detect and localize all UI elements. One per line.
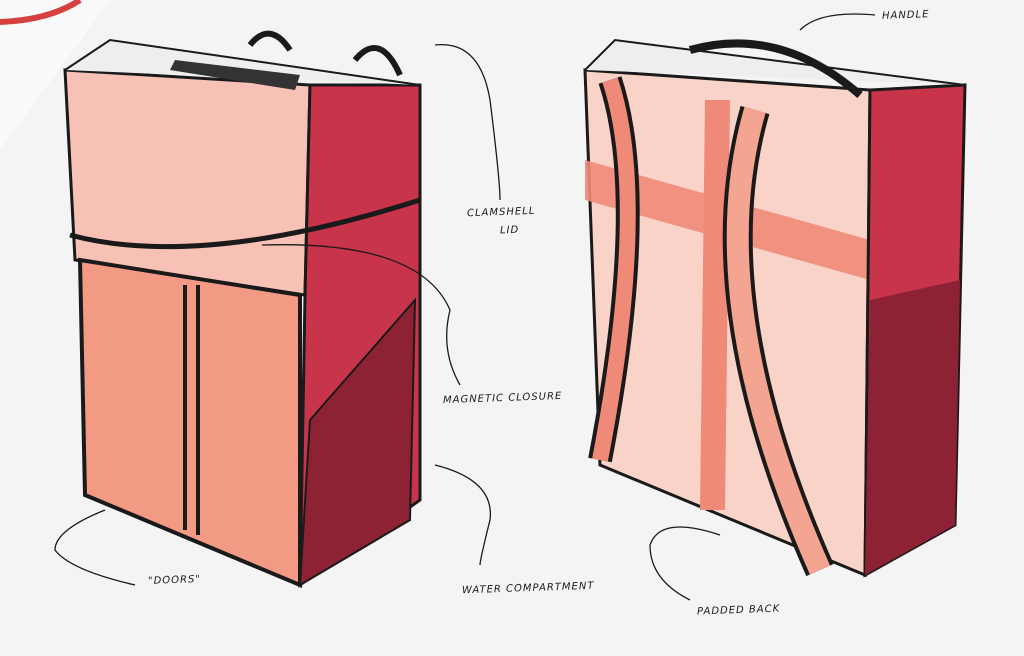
back-view-backpack bbox=[583, 38, 967, 578]
front-view-backpack bbox=[63, 30, 422, 589]
label-doors: "DOORS" bbox=[147, 574, 202, 587]
leader-lines bbox=[54, 13, 876, 601]
paper-corner bbox=[0, 0, 110, 150]
label-clamshell-lid-line2: LID bbox=[499, 224, 520, 237]
corner-marker-stroke bbox=[0, 0, 82, 25]
label-handle: HANDLE bbox=[881, 9, 930, 22]
